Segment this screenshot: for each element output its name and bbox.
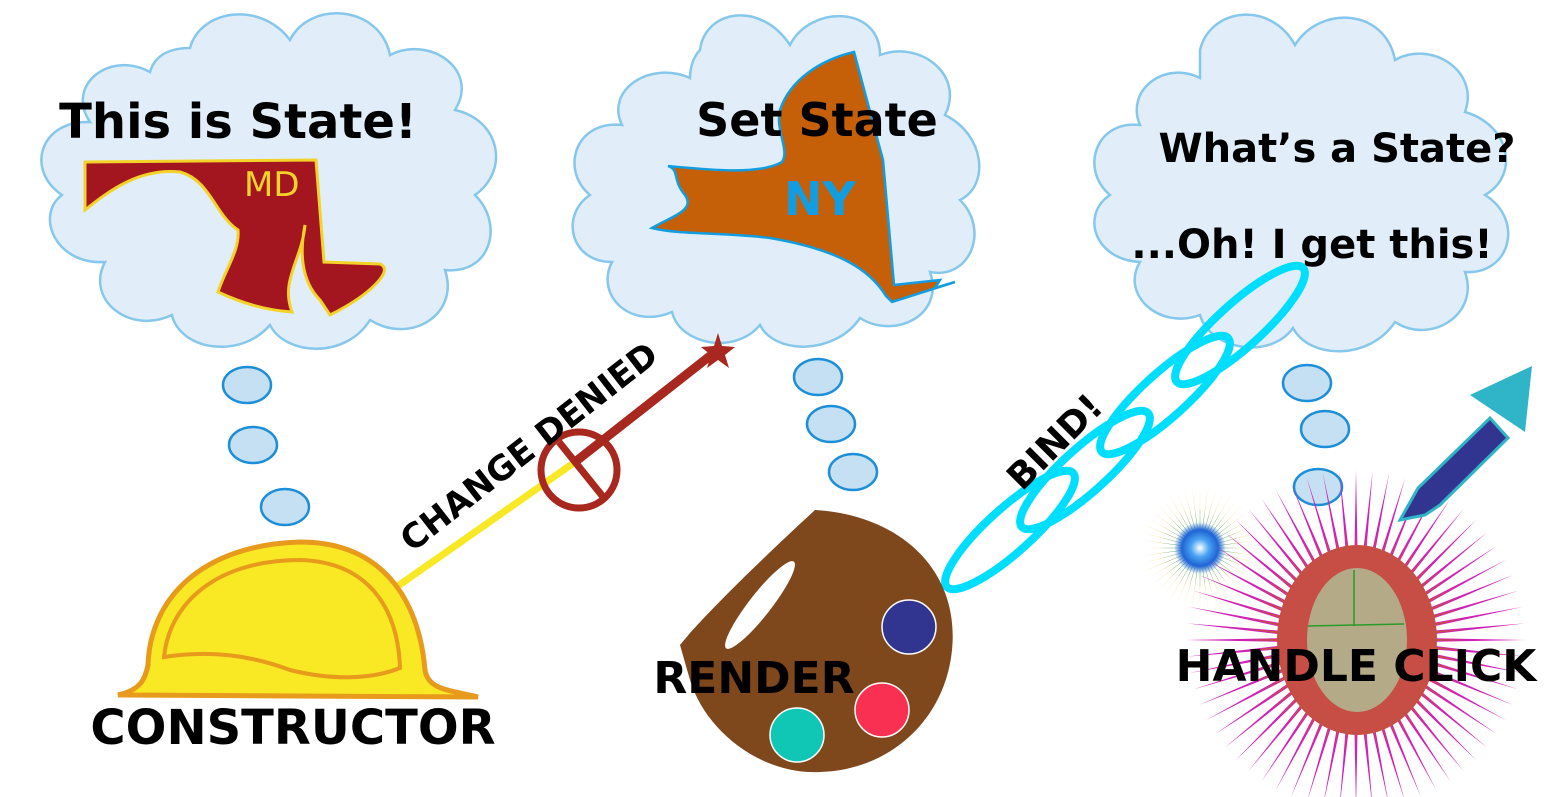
burst-spike	[1193, 590, 1300, 625]
mouse-icon	[1307, 568, 1407, 712]
palette-thumb-hole	[725, 561, 795, 649]
hard-hat-icon	[117, 539, 479, 700]
burst-spike	[1415, 643, 1526, 657]
paint-dot-teal	[769, 707, 825, 763]
new-york-state-shape: NY	[648, 50, 956, 304]
connector-label-change-denied: CHANGE DENIED	[393, 335, 666, 561]
red-arrow-line	[572, 348, 718, 466]
prohibited-icon	[537, 428, 621, 512]
burst-spike	[1206, 666, 1305, 721]
maryland-state-shape: MD	[83, 158, 386, 317]
thought-bubble	[1299, 409, 1351, 449]
burst-spike	[1189, 606, 1298, 631]
burst-spike	[1407, 559, 1506, 614]
burst-spike	[1189, 649, 1298, 674]
thought-text-handle-click-line2: ...Oh! I get this!	[1131, 222, 1492, 268]
burst-spike	[1186, 643, 1297, 657]
thought-text-render: Set State	[696, 93, 938, 147]
maryland-outline	[83, 158, 386, 317]
burst-spike	[1412, 590, 1519, 625]
burst-spike	[1410, 574, 1514, 619]
click-burst-icon	[1186, 470, 1526, 797]
thought-bubble	[827, 452, 879, 492]
connector-change-denied: CHANGE DENIED	[393, 333, 735, 591]
paint-dot-red	[854, 682, 910, 738]
thought-cloud-handle-click	[1093, 13, 1510, 507]
state-abbr-md: MD	[244, 165, 300, 205]
burst-spike	[1198, 574, 1302, 619]
connector-label-bind: BIND!	[999, 386, 1111, 498]
stage-label-handle-click: HANDLE CLICK	[1176, 641, 1539, 692]
burst-spike	[1412, 655, 1519, 690]
thought-text-constructor: This is State!	[59, 94, 417, 150]
burst-spike	[1186, 623, 1297, 637]
burst-spike	[1410, 661, 1514, 706]
new-york-outline	[648, 50, 956, 304]
burst-spike	[1193, 655, 1300, 690]
burst-spike	[1198, 661, 1302, 706]
star-icon	[701, 333, 735, 368]
burst-spike	[1186, 637, 1297, 643]
burst-spike	[1407, 666, 1506, 721]
cloud-shape	[1093, 13, 1510, 353]
stage-label-render: RENDER	[653, 653, 854, 704]
thought-bubble	[221, 365, 273, 405]
paint-palette-icon	[680, 510, 953, 773]
sparkle-glow	[1174, 522, 1226, 574]
stage-label-constructor: CONSTRUCTOR	[90, 700, 495, 756]
thought-bubble	[1292, 467, 1344, 507]
cursor-arrow-icon	[1397, 366, 1532, 523]
burst-spike	[1414, 606, 1523, 631]
state-abbr-ny: NY	[784, 172, 856, 226]
thought-bubble	[792, 357, 844, 397]
thought-bubble	[259, 487, 311, 527]
burst-spike	[1415, 623, 1526, 637]
thought-bubble	[1281, 363, 1333, 403]
burst-spike	[1206, 559, 1305, 614]
thought-bubble	[227, 425, 279, 465]
paint-dot-blue	[881, 599, 937, 655]
thought-bubble	[805, 404, 857, 444]
burst-spike	[1414, 649, 1523, 674]
burst-spike	[1415, 637, 1526, 643]
chain-link-icon	[941, 261, 1309, 594]
thought-text-handle-click-line1: What’s a State?	[1159, 126, 1516, 172]
